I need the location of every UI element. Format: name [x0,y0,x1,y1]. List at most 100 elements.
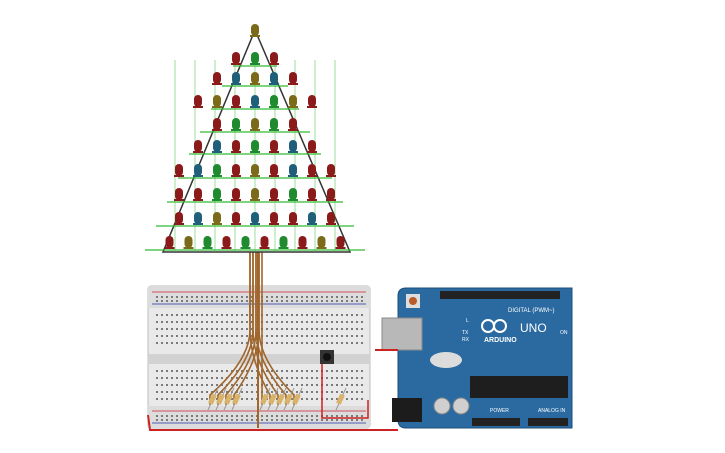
resistor[interactable] [215,387,227,411]
led[interactable] [174,164,184,177]
led[interactable] [269,188,279,201]
led[interactable] [212,140,222,153]
led[interactable] [250,188,260,201]
led[interactable] [269,140,279,153]
led[interactable] [326,164,336,177]
led[interactable] [202,236,213,249]
led[interactable] [288,95,298,108]
led[interactable] [307,212,317,225]
analog-header[interactable] [528,418,568,426]
led[interactable] [269,212,279,225]
led[interactable] [288,140,298,153]
led[interactable] [250,24,260,37]
led[interactable] [326,188,336,201]
led[interactable] [231,188,241,201]
wire[interactable] [249,252,271,405]
led[interactable] [212,72,222,85]
wire[interactable] [252,252,279,405]
on-label: ON [560,330,568,336]
digital-header[interactable] [440,291,560,299]
resistor[interactable] [335,387,347,411]
led[interactable] [221,236,232,249]
led[interactable] [288,188,298,201]
resistor[interactable] [207,387,219,411]
led[interactable] [297,236,308,249]
resistor[interactable] [291,387,303,411]
digital-label: DIGITAL (PWM~) [508,308,555,314]
arduino-uno[interactable]: ARDUINO UNO DIGITAL (PWM~) POWER ANALOG … [381,287,573,429]
led[interactable] [193,95,203,108]
led[interactable] [231,164,241,177]
push-button[interactable] [320,350,334,364]
resistor[interactable] [223,387,235,411]
led[interactable] [193,188,203,201]
led[interactable] [316,236,327,249]
led[interactable] [250,212,260,225]
power-header[interactable] [472,418,520,426]
led[interactable] [269,95,279,108]
resistor[interactable] [267,387,279,411]
rx-label: RX [462,337,470,343]
led[interactable] [164,236,175,249]
led[interactable] [269,52,279,65]
led[interactable] [250,52,260,65]
analog-label: ANALOG IN [538,408,566,414]
led[interactable] [269,72,279,85]
wire-bundle[interactable] [209,252,295,428]
wire[interactable] [258,252,295,405]
led[interactable] [212,95,222,108]
led-tree[interactable] [164,24,346,249]
led[interactable] [193,212,203,225]
led[interactable] [250,95,260,108]
led[interactable] [231,52,241,65]
led[interactable] [174,212,184,225]
power-wires[interactable] [147,349,398,431]
led[interactable] [193,140,203,153]
led[interactable] [269,164,279,177]
led[interactable] [231,95,241,108]
led[interactable] [212,118,222,131]
crystal [430,352,462,368]
led[interactable] [326,212,336,225]
led[interactable] [250,140,260,153]
led[interactable] [307,95,317,108]
resistor[interactable] [231,387,243,411]
led[interactable] [307,140,317,153]
resistor[interactable] [275,387,287,411]
led[interactable] [307,188,317,201]
led[interactable] [193,164,203,177]
resistor[interactable] [259,387,271,411]
resistor[interactable] [283,387,295,411]
power-jack[interactable] [392,398,422,422]
led[interactable] [174,188,184,201]
led[interactable] [288,72,298,85]
led[interactable] [288,212,298,225]
led[interactable] [231,140,241,153]
led[interactable] [212,212,222,225]
led[interactable] [183,236,194,249]
capacitor-1 [433,397,451,415]
led[interactable] [212,188,222,201]
led[interactable] [335,236,346,249]
wire[interactable] [255,252,287,405]
led[interactable] [231,118,241,131]
led[interactable] [307,164,317,177]
led[interactable] [250,164,260,177]
model-label: UNO [520,321,547,335]
led[interactable] [231,72,241,85]
led[interactable] [250,118,260,131]
led[interactable] [250,72,260,85]
led[interactable] [212,164,222,177]
l-label: L [466,318,469,324]
led[interactable] [269,118,279,131]
led[interactable] [231,212,241,225]
resistor-group[interactable] [207,387,347,411]
led[interactable] [278,236,289,249]
capacitor-2 [452,397,470,415]
usb-port[interactable] [381,317,423,351]
led[interactable] [240,236,251,249]
led[interactable] [288,118,298,131]
led[interactable] [288,164,298,177]
led[interactable] [259,236,270,249]
